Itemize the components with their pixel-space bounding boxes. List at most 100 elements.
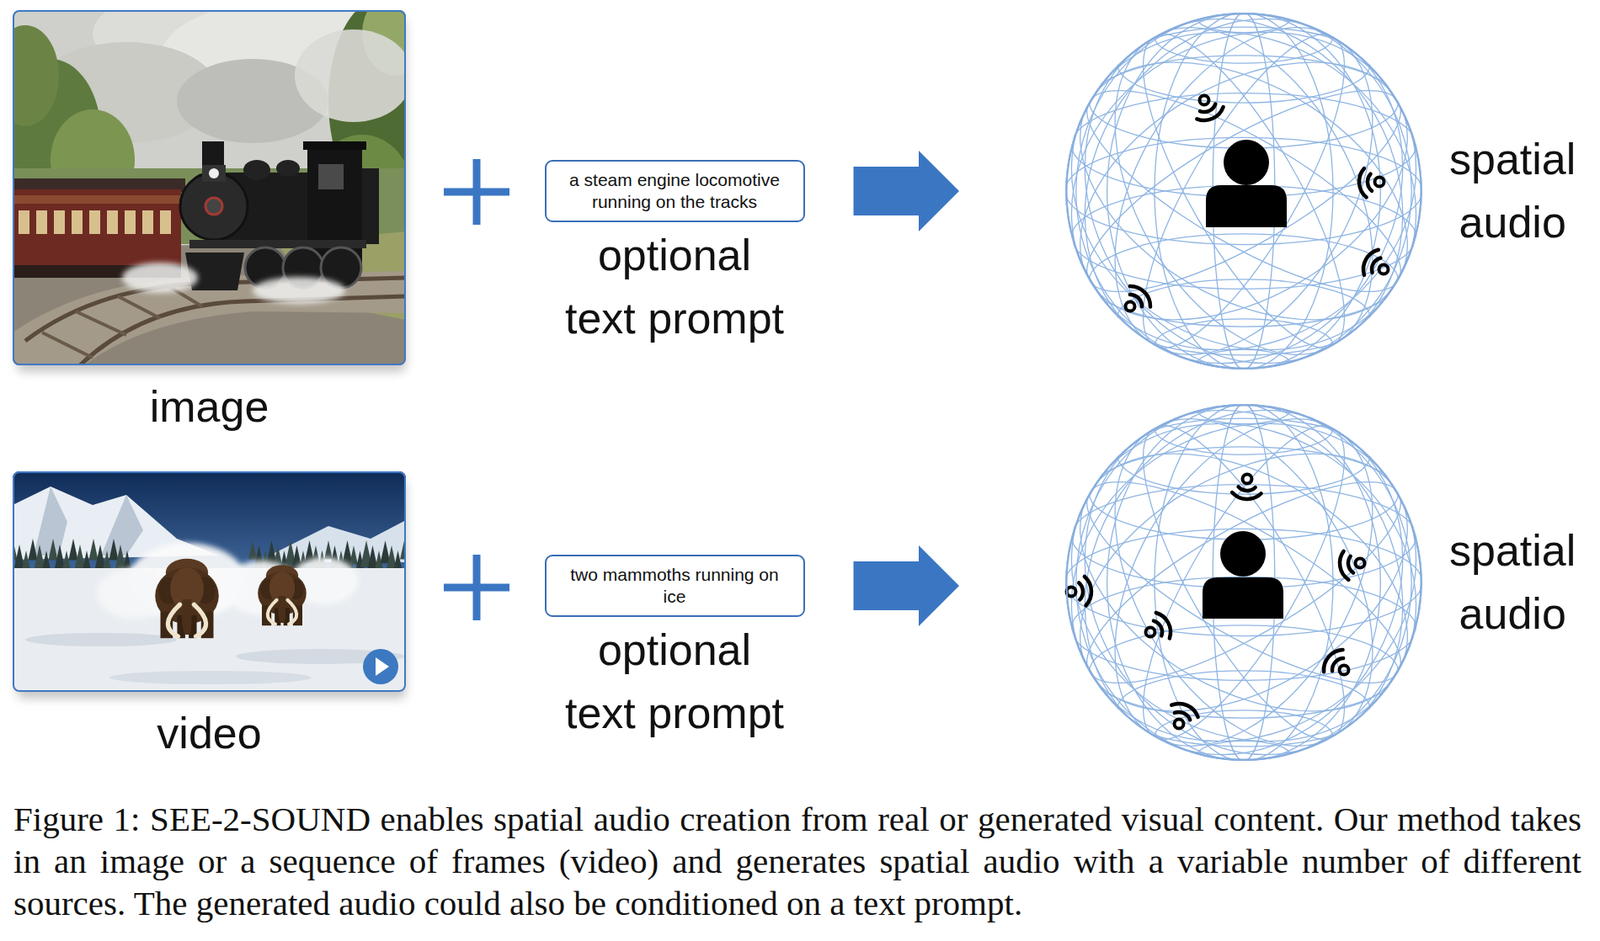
forest xyxy=(108,538,118,561)
listener-icon xyxy=(1205,185,1287,228)
sound-source-icon xyxy=(1332,658,1344,672)
train-photo xyxy=(36,210,48,235)
sphere-mesh xyxy=(1088,447,1398,540)
play-button xyxy=(375,657,390,677)
sound-source-icon xyxy=(1125,286,1152,312)
sound-source-icon xyxy=(1066,576,1093,606)
prompt-text: a steam engine locomotive running on the… xyxy=(563,169,787,214)
sphere-outline xyxy=(1065,12,1423,370)
sound-source-icon xyxy=(1130,294,1142,307)
node-heading: spatial audio xyxy=(1442,128,1583,255)
train-photo xyxy=(142,210,154,235)
sphere-outline xyxy=(1065,404,1423,762)
train-photo xyxy=(42,286,203,358)
figure-caption: Figure 1: SEE-2-SOUND enables spatial au… xyxy=(13,798,1582,925)
sound-source-icon xyxy=(1084,576,1092,606)
sphere-mesh xyxy=(1065,528,1423,636)
sound-source-icon xyxy=(1153,621,1163,637)
sphere-mesh xyxy=(1023,0,1465,422)
sphere-mesh xyxy=(1065,12,1423,370)
train-photo xyxy=(12,25,59,127)
train-photo xyxy=(122,262,198,294)
mammoth-video xyxy=(12,471,406,693)
sound-source-icon xyxy=(1323,650,1350,675)
play-button xyxy=(362,649,399,685)
mammoth-video xyxy=(33,486,68,556)
sphere-mesh xyxy=(1197,349,1291,378)
sphere-mesh xyxy=(1061,374,1426,791)
forest xyxy=(27,538,38,561)
train-photo xyxy=(53,210,65,235)
forest xyxy=(273,545,283,565)
train-photo xyxy=(205,197,223,215)
sound-source-icon xyxy=(1196,96,1223,121)
sound-source-icon xyxy=(1339,551,1349,581)
sphere-mesh xyxy=(1013,0,1474,422)
plus-sign xyxy=(473,554,481,621)
train-photo xyxy=(294,29,406,123)
node-heading: optional text prompt xyxy=(560,618,789,746)
sphere-mesh xyxy=(1062,447,1426,719)
prompt-text: two mammoths running on ice xyxy=(563,564,787,609)
sound-source-icon xyxy=(1174,720,1184,730)
sphere-mesh xyxy=(1061,0,1426,400)
train-photo xyxy=(42,332,93,358)
sphere-mesh xyxy=(1013,0,1474,412)
sphere-mesh xyxy=(1071,93,1417,198)
sphere-mesh xyxy=(1035,400,1452,765)
sphere-mesh xyxy=(1088,625,1398,719)
sound-source-icon xyxy=(1146,628,1156,638)
train-photo xyxy=(18,210,171,235)
plus-sign xyxy=(443,159,510,225)
train-photo xyxy=(117,296,160,319)
train-photo xyxy=(243,160,271,181)
sphere-mesh xyxy=(1035,9,1452,374)
train-photo xyxy=(303,141,367,150)
mammoth-video xyxy=(109,671,312,685)
train-photo xyxy=(12,195,182,204)
sphere-mesh xyxy=(1197,741,1291,769)
train-photo xyxy=(80,296,406,366)
sphere-mesh xyxy=(1088,234,1398,327)
train-photo xyxy=(180,172,248,240)
block-arrow xyxy=(853,150,960,232)
sound-source-icon xyxy=(1238,486,1256,491)
mammoth xyxy=(257,565,307,626)
train-photo xyxy=(12,10,406,366)
train-photo xyxy=(160,210,171,235)
sound-source-icon xyxy=(1367,174,1372,192)
listener-icon xyxy=(1202,531,1284,619)
sphere-illustration xyxy=(1013,352,1474,813)
sphere-mesh xyxy=(1035,9,1452,374)
sphere-mesh xyxy=(1071,485,1417,589)
sound-source-icon xyxy=(1348,556,1354,574)
sphere-mesh xyxy=(1013,352,1474,813)
mammoth-video xyxy=(25,633,177,647)
sphere-mesh xyxy=(1071,185,1417,289)
sound-source-icon xyxy=(1371,257,1381,272)
listener-icon xyxy=(1223,139,1270,186)
forest xyxy=(248,540,257,560)
prompt-box: two mammoths running on iceoptional text… xyxy=(544,554,806,619)
sound-source-icon xyxy=(1174,712,1190,720)
sphere-illustration xyxy=(1013,0,1474,422)
sound-source-icon xyxy=(1171,704,1198,730)
sphere-outline xyxy=(1066,405,1422,761)
train-photo xyxy=(75,311,127,336)
audio-sphere: spatial audio xyxy=(1065,12,1423,370)
forest xyxy=(48,538,58,561)
sphere-mesh xyxy=(1062,55,1426,327)
train-photo xyxy=(208,168,219,179)
sphere-mesh xyxy=(1061,374,1426,791)
listener-icon xyxy=(1220,531,1266,577)
sphere-mesh xyxy=(1023,352,1465,813)
train-photo xyxy=(202,165,226,182)
sound-source-icon xyxy=(1066,587,1077,598)
node-heading: video xyxy=(14,707,405,760)
sound-source-icon xyxy=(1146,613,1172,639)
listener-icon xyxy=(1205,139,1287,228)
sound-source-icon xyxy=(1363,250,1389,276)
mammoth xyxy=(154,559,219,640)
sphere-mesh xyxy=(1013,0,1474,412)
